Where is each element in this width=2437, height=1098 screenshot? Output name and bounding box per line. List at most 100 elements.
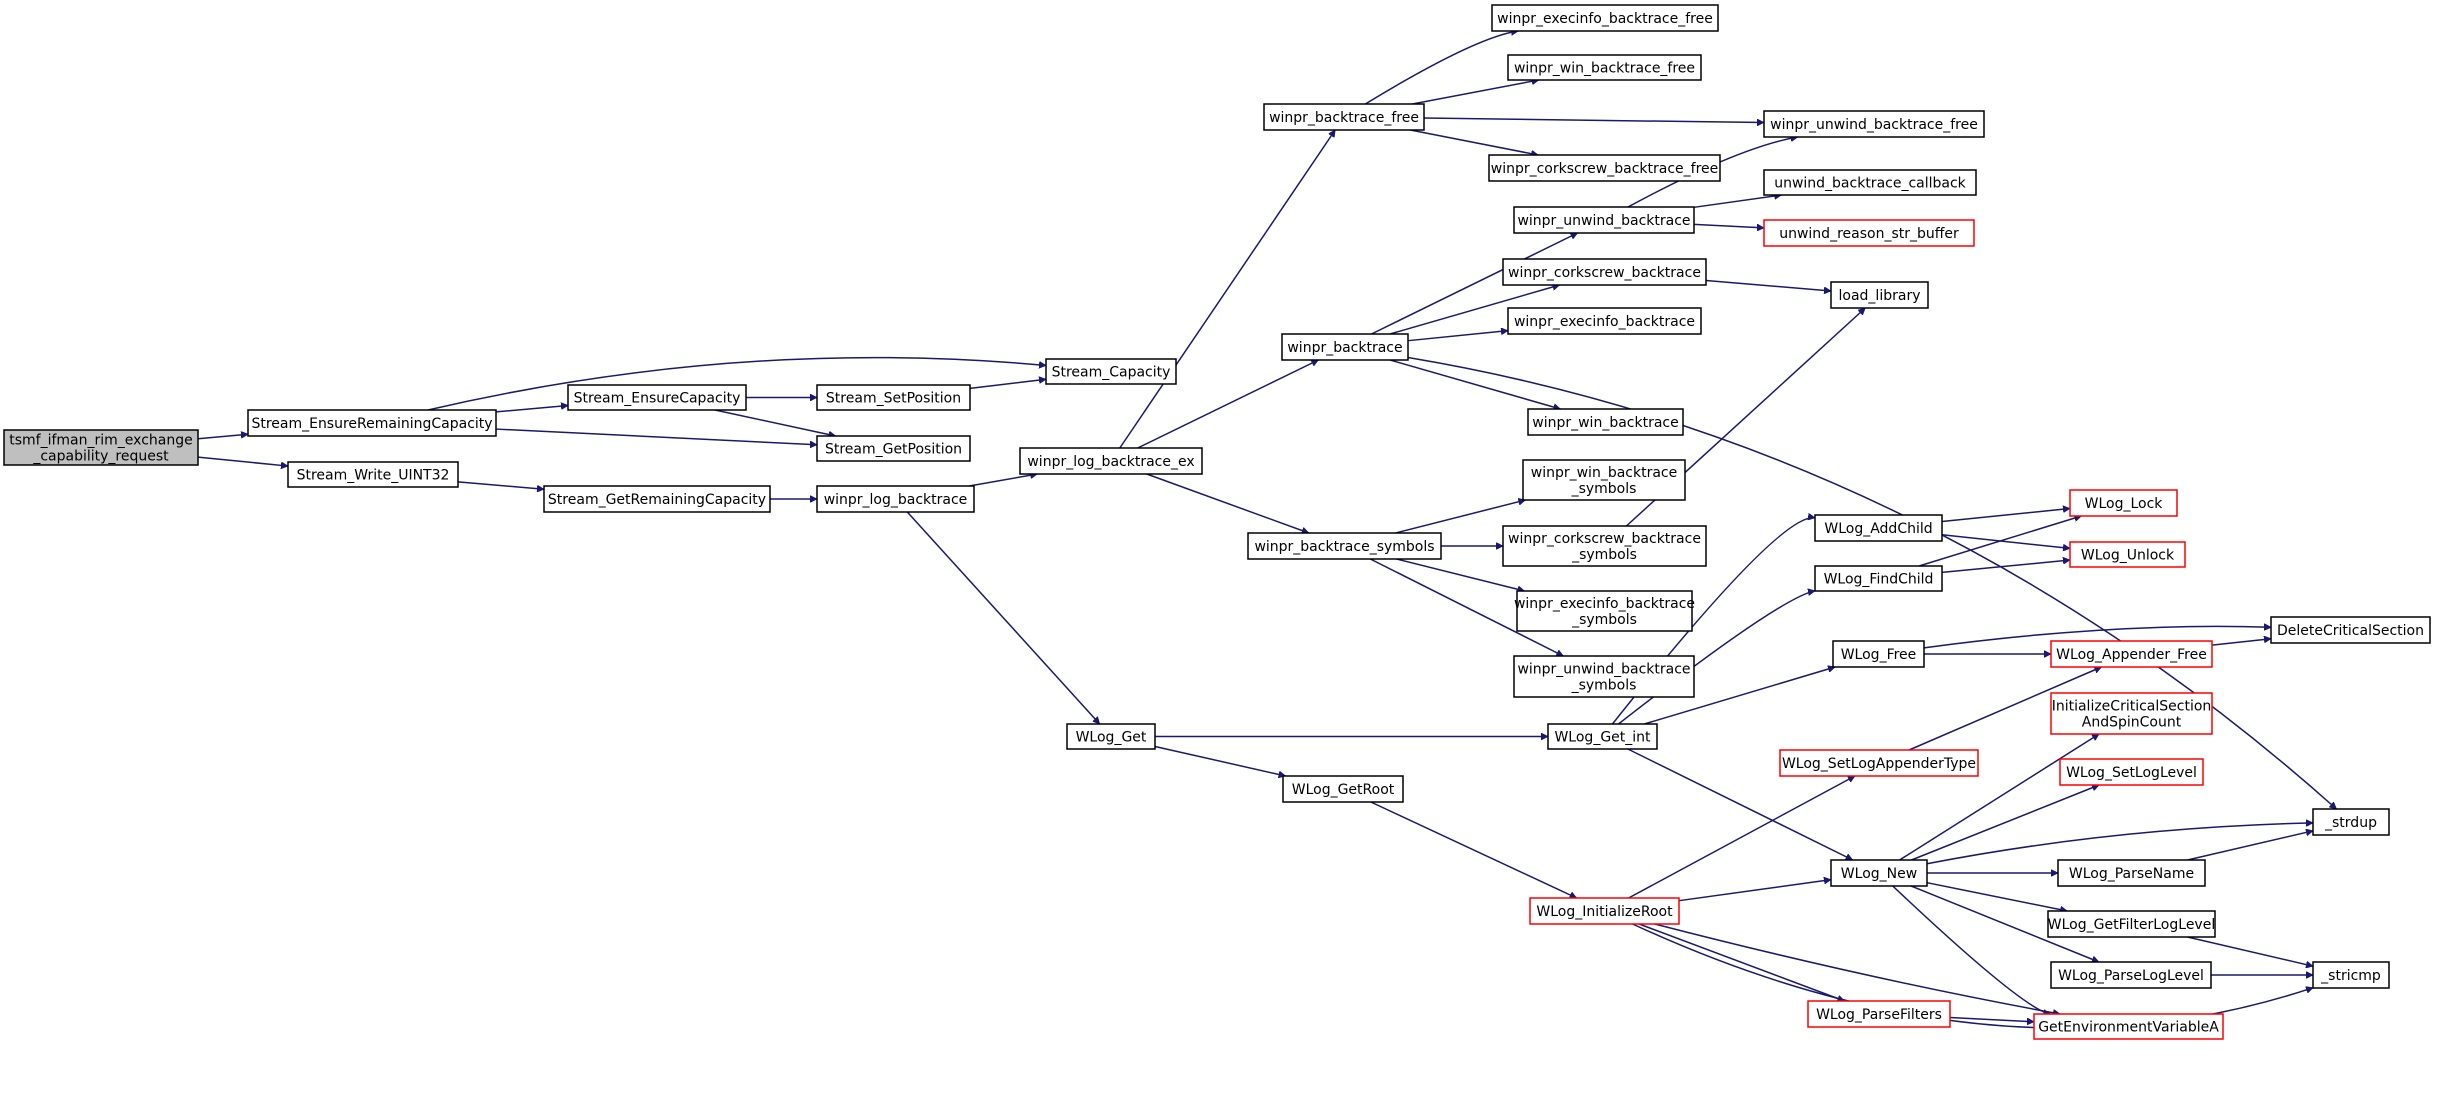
node-box[interactable] [1830,859,1928,887]
node-box[interactable] [1282,775,1404,803]
node-box[interactable] [1527,408,1684,436]
node-box[interactable] [247,409,497,437]
node-load_lib[interactable]: load_library [1830,281,1929,309]
node-s_grc[interactable]: Stream_GetRemainingCapacity [543,485,771,513]
node-box[interactable] [1830,281,1929,309]
node-box[interactable] [1491,4,1719,32]
node-box[interactable] [1066,723,1156,750]
node-s_erc[interactable]: Stream_EnsureRemainingCapacity [247,409,497,437]
node-box[interactable] [2047,910,2216,938]
node-box[interactable] [2033,1013,2224,1040]
node-box[interactable] [1779,749,1979,777]
node-box[interactable] [1529,897,1680,925]
node-box[interactable] [1513,655,1695,698]
node-box[interactable] [1502,258,1707,286]
node-ursb[interactable]: unwind_reason_str_buffer [1763,219,1975,247]
node-box[interactable] [1763,169,1977,196]
node-box[interactable] [2312,808,2390,836]
node-box[interactable] [1488,154,1721,182]
node-wl_af[interactable]: WLog_Appender_Free [2050,640,2213,668]
node-w_bs[interactable]: winpr_backtrace_symbols [1247,532,1442,560]
node-box[interactable] [1814,514,1943,542]
node-w_ubf[interactable]: winpr_unwind_backtrace_free [1763,110,1985,138]
node-s_ec[interactable]: Stream_EnsureCapacity [567,384,747,411]
node-w_lb[interactable]: winpr_log_backtrace [816,485,975,513]
node-dcs[interactable]: DeleteCriticalSection [2270,616,2431,644]
node-box[interactable] [2059,758,2204,786]
node-box[interactable] [816,485,975,513]
node-wl_new[interactable]: WLog_New [1830,859,1928,887]
node-box[interactable] [1814,565,1943,592]
node-box[interactable] [2069,541,2186,568]
node-wl_lock[interactable]: WLog_Lock [2069,489,2178,517]
node-box[interactable] [1547,723,1658,750]
node-s_cap[interactable]: Stream_Capacity [1045,358,1177,385]
node-box[interactable] [1522,459,1686,501]
node-box[interactable] [1807,1000,1951,1028]
node-s_gp[interactable]: Stream_GetPosition [816,435,971,462]
node-box[interactable] [2050,692,2213,735]
node-strdup[interactable]: _strdup [2312,808,2390,836]
node-box[interactable] [1263,103,1425,131]
node-wl_sll[interactable]: WLog_SetLogLevel [2059,758,2204,786]
node-box[interactable] [567,384,747,411]
node-wl_ir[interactable]: WLog_InitializeRoot [1529,897,1680,925]
node-wl_pf[interactable]: WLog_ParseFilters [1807,1000,1951,1028]
node-box[interactable] [1516,590,1693,632]
node-w_ub[interactable]: winpr_unwind_backtrace [1513,206,1695,234]
node-box[interactable] [816,435,971,462]
node-box[interactable] [1507,307,1702,335]
node-box[interactable] [2050,961,2212,989]
node-root[interactable]: tsmf_ifman_rim_exchange_capability_reque… [3,429,199,466]
node-box[interactable] [2270,616,2431,644]
node-box[interactable] [543,485,771,513]
node-w_wb[interactable]: winpr_win_backtrace [1527,408,1684,436]
node-wl_get[interactable]: WLog_Get [1066,723,1156,750]
node-wl_gi[interactable]: WLog_Get_int [1547,723,1658,750]
node-box[interactable] [287,461,459,488]
node-box[interactable] [1513,206,1695,234]
node-box[interactable] [816,384,971,411]
node-s_sp[interactable]: Stream_SetPosition [816,384,971,411]
node-box[interactable] [1763,219,1975,247]
node-wl_pll[interactable]: WLog_ParseLogLevel [2050,961,2212,989]
node-box[interactable] [1247,532,1442,560]
node-w_wbs[interactable]: winpr_win_backtrace_symbols [1522,459,1686,501]
node-wl_fc[interactable]: WLog_FindChild [1814,565,1943,592]
node-wl_slat[interactable]: WLog_SetLogAppenderType [1779,749,1979,777]
node-w_bt[interactable]: winpr_backtrace [1281,333,1409,361]
node-wl_gr[interactable]: WLog_GetRoot [1282,775,1404,803]
node-w_lbe[interactable]: winpr_log_backtrace_ex [1019,447,1203,475]
node-box[interactable] [2069,489,2178,517]
node-box[interactable] [1763,110,1985,138]
node-box[interactable] [1281,333,1409,361]
node-gev[interactable]: GetEnvironmentVariableA [2033,1013,2224,1040]
node-wl_unlock[interactable]: WLog_Unlock [2069,541,2186,568]
node-ubc[interactable]: unwind_backtrace_callback [1763,169,1977,196]
node-box[interactable] [2050,640,2213,668]
node-w_wbf[interactable]: winpr_win_backtrace_free [1507,54,1702,81]
node-w_cbf[interactable]: winpr_corkscrew_backtrace_free [1488,154,1721,182]
node-box[interactable] [3,429,199,466]
node-w_bf[interactable]: winpr_backtrace_free [1263,103,1425,131]
node-w_cb[interactable]: winpr_corkscrew_backtrace [1502,258,1707,286]
node-box[interactable] [1019,447,1203,475]
node-box[interactable] [1045,358,1177,385]
node-box[interactable] [2057,859,2206,887]
node-s_w32[interactable]: Stream_Write_UINT32 [287,461,459,488]
node-w_cbs[interactable]: winpr_corkscrew_backtrace_symbols [1502,525,1707,567]
node-w_eibf[interactable]: winpr_execinfo_backtrace_free [1491,4,1719,32]
node-wl_ac[interactable]: WLog_AddChild [1814,514,1943,542]
node-box[interactable] [1502,525,1707,567]
node-wl_pn[interactable]: WLog_ParseName [2057,859,2206,887]
node-w_ubs[interactable]: winpr_unwind_backtrace_symbols [1513,655,1695,698]
node-wl_free[interactable]: WLog_Free [1832,640,1925,668]
node-stricmp[interactable]: _stricmp [2312,961,2390,989]
node-w_eib[interactable]: winpr_execinfo_backtrace [1507,307,1702,335]
node-wl_gfll[interactable]: WLog_GetFilterLogLevel [2047,910,2216,938]
node-box[interactable] [1832,640,1925,668]
node-box[interactable] [2312,961,2390,989]
node-box[interactable] [1507,54,1702,81]
node-w_eibs[interactable]: winpr_execinfo_backtrace_symbols [1514,590,1695,632]
